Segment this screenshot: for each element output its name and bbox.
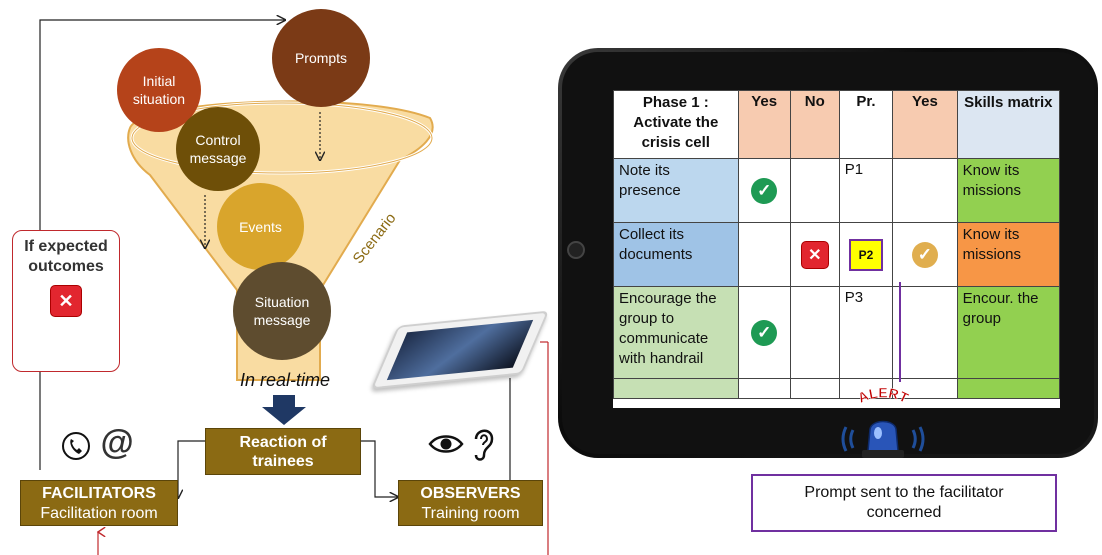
facilitators-box: FACILITATORS Facilitation room xyxy=(20,480,178,526)
alert-siren-graphic: ALERT xyxy=(841,384,925,458)
initial-situation-circle: Initial situation xyxy=(117,48,201,132)
alert-siren-icon: ALERT xyxy=(838,384,928,460)
branch-right xyxy=(360,440,398,497)
control-message-circle: Control message xyxy=(176,107,260,191)
eye-icon xyxy=(428,435,464,453)
reaction-of-trainees-box: Reaction of trainees xyxy=(205,428,361,475)
task-cell: Collect its documents xyxy=(613,222,739,287)
skills-table: Phase 1 : Activate the crisis cell Yes N… xyxy=(613,90,1060,399)
table-row: Encourage the group to communicate with … xyxy=(613,286,1060,379)
header-phase: Phase 1 : Activate the crisis cell xyxy=(613,90,739,159)
branch-left xyxy=(178,440,206,498)
check-icon: ✓ xyxy=(911,241,938,268)
table-row xyxy=(613,378,1060,399)
tablet-screen: Phase 1 : Activate the crisis cell Yes N… xyxy=(613,90,1060,408)
table-header-row: Phase 1 : Activate the crisis cell Yes N… xyxy=(613,90,1060,159)
skill-cell: Know its missions xyxy=(956,222,1060,287)
home-button[interactable] xyxy=(567,241,585,259)
events-circle: Events xyxy=(217,183,304,270)
check-icon: ✓ xyxy=(751,177,778,204)
prompt-p2-badge[interactable]: P2 xyxy=(848,238,883,271)
table-row: Collect its documents ✕ P2 ✓ Know its mi… xyxy=(613,222,1060,287)
prompts-circle: Prompts xyxy=(272,9,370,107)
prompt-cell: P1 xyxy=(838,158,894,223)
observers-box: OBSERVERS Training room xyxy=(398,480,543,526)
check-icon: ✓ xyxy=(751,319,778,346)
skill-cell: Encour. the group xyxy=(956,286,1060,379)
down-arrow xyxy=(262,395,306,425)
task-cell: Encourage the group to communicate with … xyxy=(613,286,739,379)
header-skills: Skills matrix xyxy=(956,90,1060,159)
header-pr: Pr. xyxy=(838,90,894,159)
cross-icon: ✕ xyxy=(50,285,82,317)
prompt-sent-box: Prompt sent to the facilitator concerned xyxy=(751,474,1057,532)
header-no: No xyxy=(789,90,840,159)
prompt-cell: P3 xyxy=(838,286,894,379)
prompt-connector xyxy=(899,282,901,382)
email-icon: @ xyxy=(100,424,134,462)
ear-icon xyxy=(474,429,494,461)
task-cell: Note its presence xyxy=(613,158,739,223)
cross-icon: ✕ xyxy=(800,240,829,269)
situation-message-circle: Situation message xyxy=(233,262,331,360)
header-yes: Yes xyxy=(737,90,791,159)
if-expected-outcomes-box: If expected outcomes ✕ xyxy=(12,230,120,372)
table-row: Note its presence ✓ P1 Know its missions xyxy=(613,158,1060,223)
header-yes-2: Yes xyxy=(892,90,958,159)
realtime-label: In real-time xyxy=(239,370,331,390)
svg-text:ALERT: ALERT xyxy=(855,385,911,406)
skill-cell: Know its missions xyxy=(956,158,1060,223)
phone-icon xyxy=(62,432,90,460)
